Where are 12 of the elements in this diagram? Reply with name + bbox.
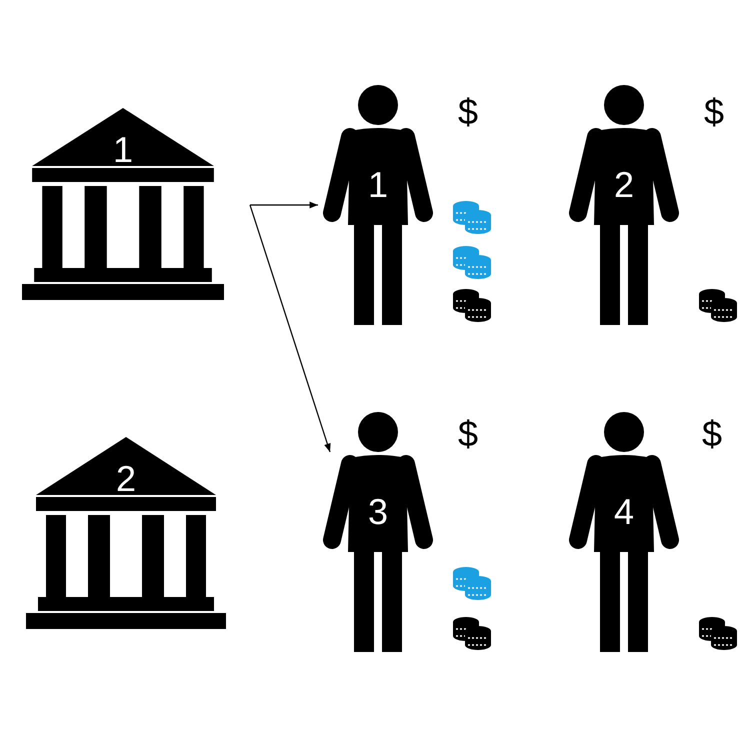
number-label: 1 — [112, 130, 134, 170]
number-label: 1 — [366, 165, 390, 205]
arrow — [250, 202, 318, 208]
dollar-sign: $ — [458, 92, 478, 132]
arrow — [249, 204, 331, 452]
number-label: 4 — [612, 492, 636, 532]
dollar-sign: $ — [704, 92, 724, 132]
dollar-sign: $ — [458, 414, 478, 454]
number-label: 2 — [114, 459, 138, 499]
number-label: 3 — [366, 492, 390, 532]
number-label: 2 — [612, 165, 636, 205]
dollar-sign: $ — [702, 414, 722, 454]
